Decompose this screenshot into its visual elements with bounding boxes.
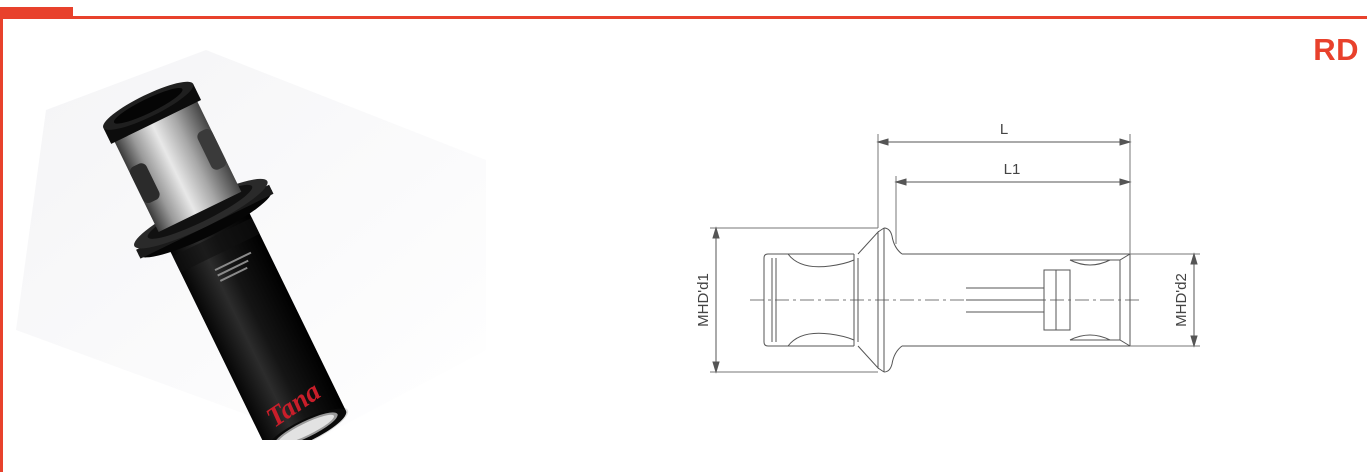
dim-label-d1: MHD'd1 [695, 273, 712, 327]
header-rule [0, 16, 1367, 19]
dim-label-d2: MHD'd2 [1173, 273, 1190, 327]
flange-outline [857, 230, 879, 370]
insert-pocket [1043, 269, 1071, 331]
left-shank-outline [763, 253, 854, 347]
left-rule [0, 16, 3, 472]
product-code: RD [1313, 32, 1359, 67]
dim-label-L: L [1000, 121, 1008, 138]
dim-label-L1: L1 [1004, 161, 1021, 178]
technical-drawing: L L1 MHD'd1 MHD'd2 [695, 121, 1200, 374]
product-photo: Tana [16, 50, 486, 440]
